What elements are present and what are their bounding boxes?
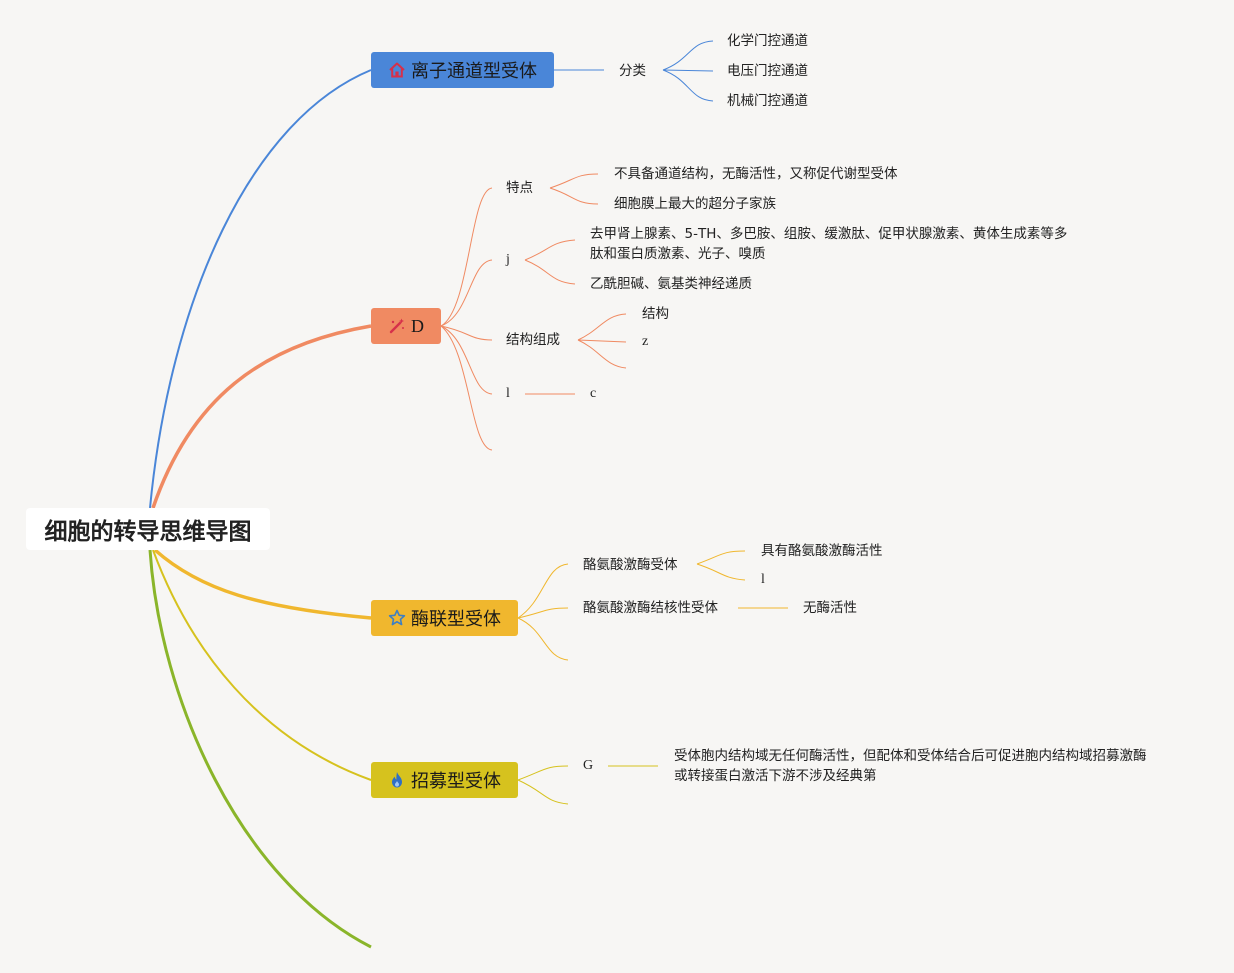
branch-label: 离子通道型受体 bbox=[411, 61, 537, 82]
branch-ion-channel[interactable]: 离子通道型受体 bbox=[371, 52, 554, 88]
branch-label: 酶联型受体 bbox=[411, 609, 501, 630]
leaf-j-b[interactable]: 乙酰胆碱、氨基类神经递质 bbox=[590, 276, 752, 292]
node-structure[interactable]: 结构组成 bbox=[506, 332, 560, 348]
connector-root-green bbox=[148, 549, 372, 949]
connector-classify-mech bbox=[662, 69, 714, 102]
flame-icon bbox=[388, 771, 406, 789]
connector-d-j bbox=[440, 259, 493, 327]
connector-root-ion-channel bbox=[149, 69, 372, 509]
node-classify[interactable]: 分类 bbox=[619, 63, 646, 79]
leaf-feature-a[interactable]: 不具备通道结构，无酶活性，又称促代谢型受体 bbox=[614, 166, 898, 182]
connector-recruit-g bbox=[517, 765, 569, 781]
connector-j-a bbox=[524, 239, 576, 261]
home-icon bbox=[388, 61, 406, 79]
connector-structure-b bbox=[577, 339, 627, 343]
connector-root-enzyme bbox=[153, 548, 372, 620]
connector-root-d bbox=[151, 324, 372, 509]
node-tk-coupled[interactable]: 酪氨酸激酶结核性受体 bbox=[583, 600, 718, 616]
leaf-mechanical-gated[interactable]: 机械门控通道 bbox=[727, 93, 808, 109]
connector-structure-a bbox=[577, 313, 627, 341]
connector-d-structure bbox=[440, 325, 493, 341]
leaf-tk-l[interactable]: l bbox=[761, 572, 765, 587]
connector-classify-chem bbox=[662, 40, 714, 71]
connector-enzyme-tk bbox=[517, 563, 569, 619]
branch-enzyme-linked[interactable]: 酶联型受体 bbox=[371, 600, 518, 636]
connector-d-feature bbox=[440, 187, 493, 327]
connector-recruit-empty bbox=[517, 779, 569, 805]
leaf-no-enzyme[interactable]: 无酶活性 bbox=[803, 600, 857, 616]
leaf-structure-a[interactable]: 结构 bbox=[642, 306, 669, 322]
connector-root-recruit bbox=[152, 549, 372, 781]
connector-d-l bbox=[440, 325, 493, 395]
node-j[interactable]: j bbox=[506, 252, 510, 267]
leaf-c[interactable]: c bbox=[590, 386, 597, 401]
leaf-tk-activity[interactable]: 具有酪氨酸激酶活性 bbox=[761, 543, 883, 559]
leaf-g-line1[interactable]: 受体胞内结构域无任何酶活性，但配体和受体结合后可促进胞内结构域招募激酶 bbox=[674, 748, 1147, 764]
connector-enzyme-tkc bbox=[517, 607, 569, 619]
connector-feature-a bbox=[549, 173, 599, 189]
leaf-j-line2[interactable]: 肽和蛋白质激素、光子、嗅质 bbox=[590, 246, 766, 262]
connector-feature-b bbox=[549, 187, 599, 205]
leaf-j-line1[interactable]: 去甲肾上腺素、5-TH、多巴胺、组胺、缓激肽、促甲状腺激素、黄体生成素等多 bbox=[590, 226, 1068, 242]
branch-label: 招募型受体 bbox=[411, 771, 501, 792]
leaf-chemical-gated[interactable]: 化学门控通道 bbox=[727, 33, 808, 49]
connector-classify-volt bbox=[662, 69, 714, 72]
connector-d-empty bbox=[440, 325, 493, 451]
leaf-feature-b[interactable]: 细胞膜上最大的超分子家族 bbox=[614, 196, 776, 212]
branch-recruit[interactable]: 招募型受体 bbox=[371, 762, 518, 798]
leaf-voltage-gated[interactable]: 电压门控通道 bbox=[727, 63, 808, 79]
connector-structure-c bbox=[577, 339, 627, 369]
root-title: 细胞的转导思维导图 bbox=[44, 519, 252, 545]
branch-d[interactable]: D bbox=[371, 308, 441, 344]
node-l[interactable]: l bbox=[506, 386, 510, 401]
connector-tk-b bbox=[696, 563, 746, 581]
connector-tk-a bbox=[696, 550, 746, 565]
node-features[interactable]: 特点 bbox=[506, 180, 533, 196]
connector-enzyme-empty bbox=[517, 617, 569, 661]
magic-wand-icon bbox=[388, 317, 406, 335]
leaf-structure-z[interactable]: z bbox=[642, 334, 649, 349]
node-tyrosine-kinase[interactable]: 酪氨酸激酶受体 bbox=[583, 557, 678, 573]
root-node[interactable]: 细胞的转导思维导图 bbox=[26, 508, 270, 550]
connector-j-b bbox=[524, 259, 576, 285]
node-g[interactable]: G bbox=[583, 758, 594, 773]
star-icon bbox=[388, 609, 406, 627]
branch-label: D bbox=[411, 315, 424, 336]
leaf-g-line2[interactable]: 或转接蛋白激活下游不涉及经典第 bbox=[674, 768, 877, 784]
